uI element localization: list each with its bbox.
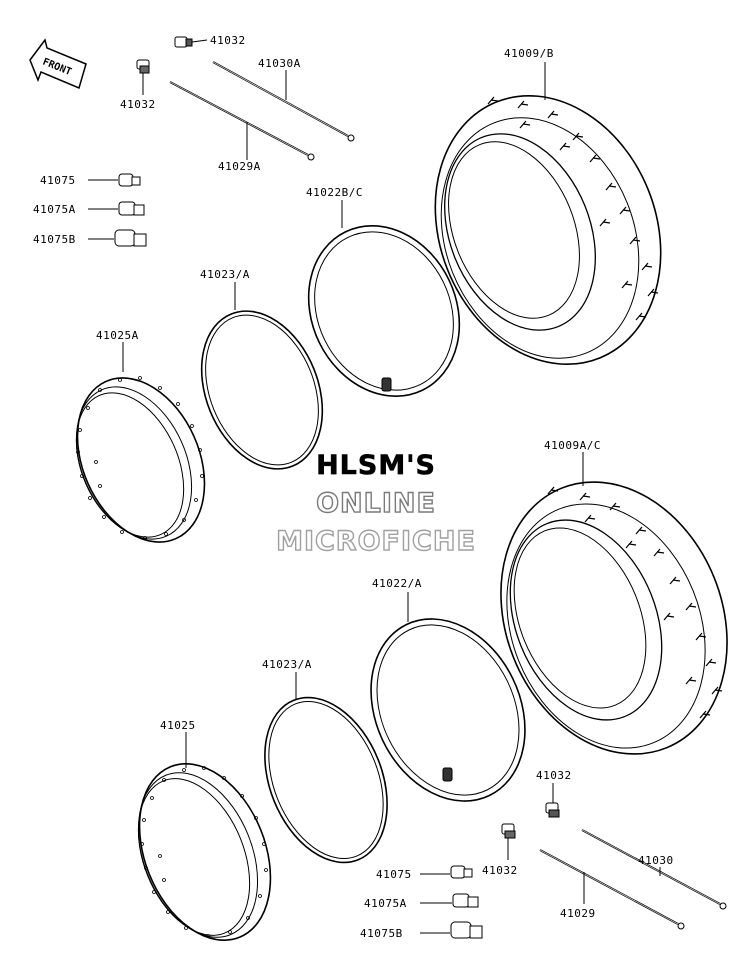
rim-41025A-spoke-holes (76, 376, 204, 540)
balance-weight-41075B-bottom (420, 921, 483, 939)
label-41075-top: 41075 (40, 174, 76, 187)
label-41029: 41029 (560, 907, 596, 920)
tire-41009AC-tread (547, 486, 723, 719)
valve-cap-41032-left (136, 59, 150, 95)
rim-41025A (75, 342, 206, 543)
rim-41025 (137, 732, 272, 942)
valve-cap-41032-bottom-right (545, 783, 560, 818)
watermark: HLSM'S ONLINE MICROFICHE (275, 450, 476, 558)
label-41030: 41030 (638, 854, 674, 867)
label-41009AC: 41009A/C (544, 439, 601, 452)
label-41075-bottom: 41075 (376, 868, 412, 881)
balance-weight-41075A-bottom (420, 893, 479, 908)
label-41075B-bottom: 41075B (360, 927, 403, 940)
front-arrow-icon: FRONT (29, 38, 87, 90)
spoke-41029 (539, 849, 685, 930)
label-41032-left: 41032 (120, 98, 156, 111)
label-41022A: 41022/A (372, 577, 422, 590)
label-41025A: 41025A (96, 329, 139, 342)
label-41022BC: 41022B/C (306, 186, 363, 199)
label-41029A: 41029A (218, 160, 261, 173)
spoke-41030A (212, 61, 355, 142)
label-41025: 41025 (160, 719, 196, 732)
label-41032-bottom-right-1: 41032 (536, 769, 572, 782)
balance-weight-41075B-top (88, 229, 147, 247)
rim-band-41023A-top (200, 282, 324, 470)
label-41032-top: 41032 (210, 34, 246, 47)
spoke-41029A (169, 81, 315, 161)
label-41075A-bottom: 41075A (364, 897, 407, 910)
rim-41025-spoke-holes (140, 766, 268, 938)
spoke-41030 (581, 829, 727, 910)
balance-weight-41075-bottom (420, 865, 473, 879)
label-41009B: 41009/B (504, 47, 554, 60)
label-41032-bottom-right-2: 41032 (482, 864, 518, 877)
valve-cap-41032-top (174, 36, 208, 48)
label-41030A: 41030A (258, 57, 301, 70)
rim-band-41023A-bottom (264, 672, 388, 864)
tire-41009AC (500, 452, 728, 755)
tube-41022A (370, 592, 526, 802)
tire-41009B-tread (487, 96, 659, 321)
label-41023A-top: 41023/A (200, 268, 250, 281)
label-41075A-top: 41075A (33, 203, 76, 216)
valve-cap-41032-bottom-middle (501, 823, 516, 860)
watermark-line1: HLSM'S (316, 450, 436, 481)
watermark-line3: MICROFICHE (276, 526, 476, 557)
balance-weight-41075-top (88, 173, 141, 187)
tube-41022BC (307, 200, 461, 397)
label-41023A-bottom: 41023/A (262, 658, 312, 671)
watermark-line2: ONLINE (316, 488, 436, 519)
label-41075B-top: 41075B (33, 233, 76, 246)
balance-weight-41075A-top (88, 201, 145, 216)
tire-41009B (434, 62, 662, 365)
